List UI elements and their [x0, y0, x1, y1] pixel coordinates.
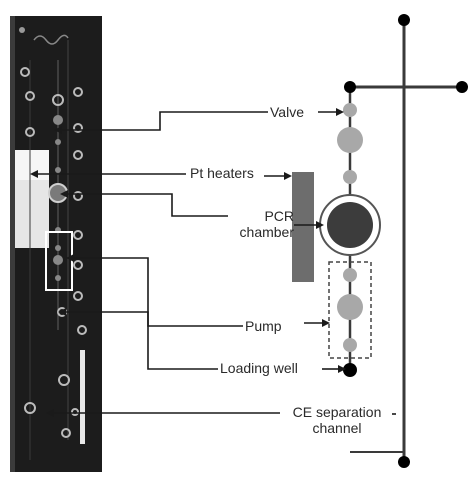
chip-photo [10, 16, 102, 472]
label-pcr-line2: chamber [228, 224, 294, 240]
label-loading-well: Loading well [220, 360, 298, 376]
pt-heater-bar [292, 172, 314, 282]
label-ce-separation-channel: CE separation channel [282, 404, 392, 436]
label-pt-heaters: Pt heaters [190, 165, 254, 181]
label-ce-line2: channel [282, 420, 392, 436]
scale-bar [80, 350, 85, 444]
pump-valve-3 [343, 338, 357, 352]
valve-3 [343, 170, 357, 184]
valve-2 [337, 127, 363, 153]
schematic [292, 14, 468, 468]
label-ce-line1: CE separation [282, 404, 392, 420]
loading-well [343, 363, 357, 377]
cross-right-well [456, 81, 468, 93]
pcr-chamber [327, 202, 373, 248]
label-pcr-line1: PCR [228, 208, 294, 224]
pump-valve-2 [337, 294, 363, 320]
label-pump: Pump [245, 318, 282, 334]
channel-top-well [344, 81, 356, 93]
pump-valve-1 [343, 268, 357, 282]
label-pcr-chamber: PCR chamber [228, 208, 294, 240]
label-valve: Valve [270, 104, 304, 120]
valve-1 [343, 103, 357, 117]
ce-top-well [398, 14, 410, 26]
ce-bottom-well [398, 456, 410, 468]
